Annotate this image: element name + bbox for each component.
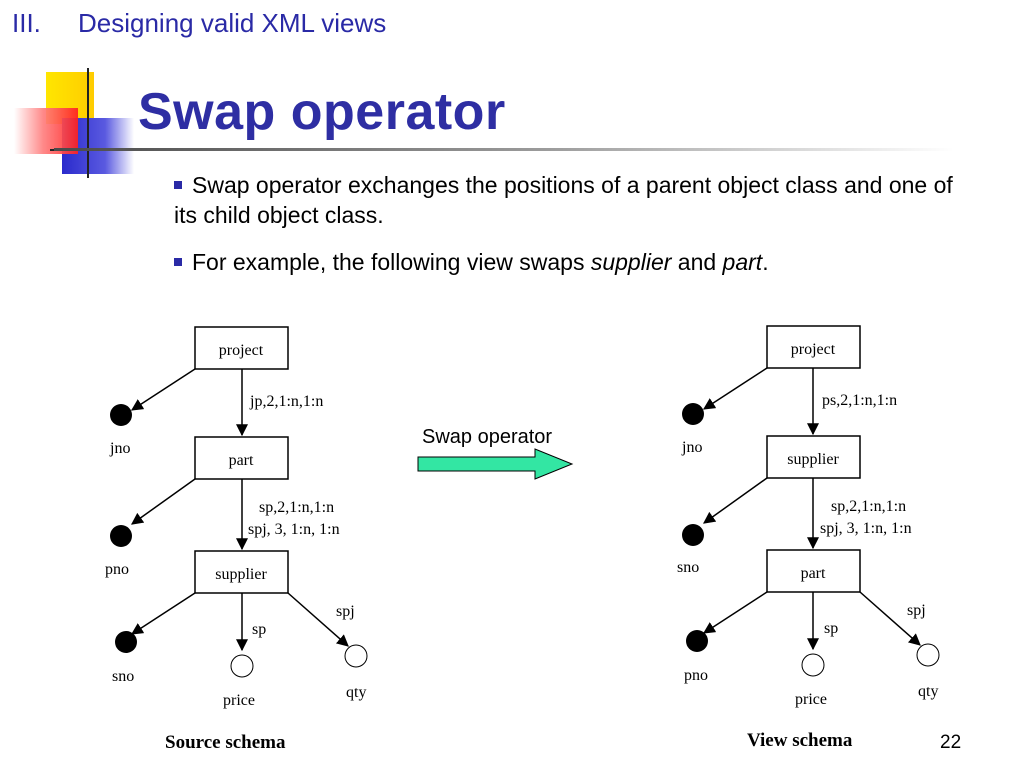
view-attr-sno-label: sno (677, 559, 699, 576)
source-attr-qty-label: qty (346, 684, 366, 701)
view-attr-price-label: price (795, 691, 827, 708)
source-attr-jno-node (110, 404, 132, 426)
view-edge2b-label: spj, 3, 1:n, 1:n (820, 520, 912, 537)
view-box-part (766, 549, 861, 593)
swap-arrow-icon (417, 448, 574, 480)
view-box-part-label: part (801, 565, 826, 582)
view-attr-sno-node (682, 524, 704, 546)
view-attr-jno-label: jno (681, 439, 702, 456)
source-attr-sno-label: sno (112, 668, 134, 685)
view-attr-qty-node (916, 643, 940, 667)
bullet-mid: and (671, 249, 723, 275)
slide-title: Swap operator (138, 83, 506, 141)
source-attr-sno-node (115, 631, 137, 653)
view-edge1-label: ps,2,1:n,1:n (822, 392, 897, 409)
source-edge-pno (131, 478, 196, 525)
source-edge2a-label: sp,2,1:n,1:n (259, 499, 334, 516)
source-box-part-label: part (229, 452, 254, 469)
view-edge-pno (702, 591, 768, 634)
view-attr-pno-label: pno (684, 667, 708, 684)
title-underline (54, 148, 954, 151)
view-attr-price-node (801, 653, 825, 677)
source-attr-qty-node (344, 644, 368, 668)
view-schema: project supplier part jno sno pno price … (677, 325, 940, 751)
source-attr-pno-node (110, 525, 132, 547)
view-spj-label: spj (907, 602, 926, 619)
source-caption: Source schema (165, 732, 286, 753)
bullet-em-supplier: supplier (590, 249, 672, 275)
source-box-part (194, 436, 289, 480)
source-attr-pno-label: pno (105, 561, 129, 578)
page-number: 22 (940, 732, 962, 753)
bullet-prefix: For example, the following view swaps (192, 249, 591, 275)
source-edge-sno (130, 592, 196, 635)
section-number: III. (12, 8, 41, 38)
view-box-project-label: project (791, 341, 836, 358)
source-schema: project part supplier jno pno sno price … (105, 326, 368, 753)
decorative-logo-graphic (14, 68, 138, 178)
view-edge-qty (859, 591, 921, 646)
source-sp-label: sp (252, 621, 266, 638)
view-box-supplier-label: supplier (787, 451, 839, 468)
view-edge2a-label: sp,2,1:n,1:n (831, 498, 906, 515)
section-title: Designing valid XML views (78, 8, 387, 38)
view-box-project (766, 325, 861, 369)
source-attr-price-label: price (223, 692, 255, 709)
source-edge1-label: jp,2,1:n,1:n (249, 393, 323, 410)
bullet-suffix: . (762, 249, 769, 275)
view-edge-jno (702, 367, 768, 410)
bullet-em-part: part (722, 249, 763, 275)
source-box-project-label: project (219, 342, 264, 359)
source-edge-jno (130, 368, 196, 411)
bullet-example: For example, the following view swaps su… (174, 247, 954, 277)
source-edge2b-label: spj, 3, 1:n, 1:n (248, 521, 340, 538)
bullet-square-icon (174, 180, 182, 189)
bullet-text: Swap operator exchanges the positions of… (174, 172, 953, 228)
view-attr-jno-node (682, 403, 704, 425)
view-sp-label: sp (824, 620, 838, 637)
swap-operator-label: Swap operator (422, 426, 553, 448)
view-caption: View schema (747, 730, 853, 751)
source-box-project (194, 326, 289, 370)
source-edge-qty (287, 592, 349, 647)
bullet-swap-definition: Swap operator exchanges the positions of… (174, 170, 954, 230)
source-box-supplier-label: supplier (215, 566, 267, 583)
view-attr-qty-label: qty (918, 683, 938, 700)
source-attr-jno-label: jno (109, 440, 130, 457)
view-edge-sno (703, 477, 768, 524)
bullet-square-icon (174, 257, 182, 266)
source-attr-price-node (230, 654, 254, 678)
source-spj-label: spj (336, 603, 355, 620)
view-attr-pno-node (686, 630, 708, 652)
